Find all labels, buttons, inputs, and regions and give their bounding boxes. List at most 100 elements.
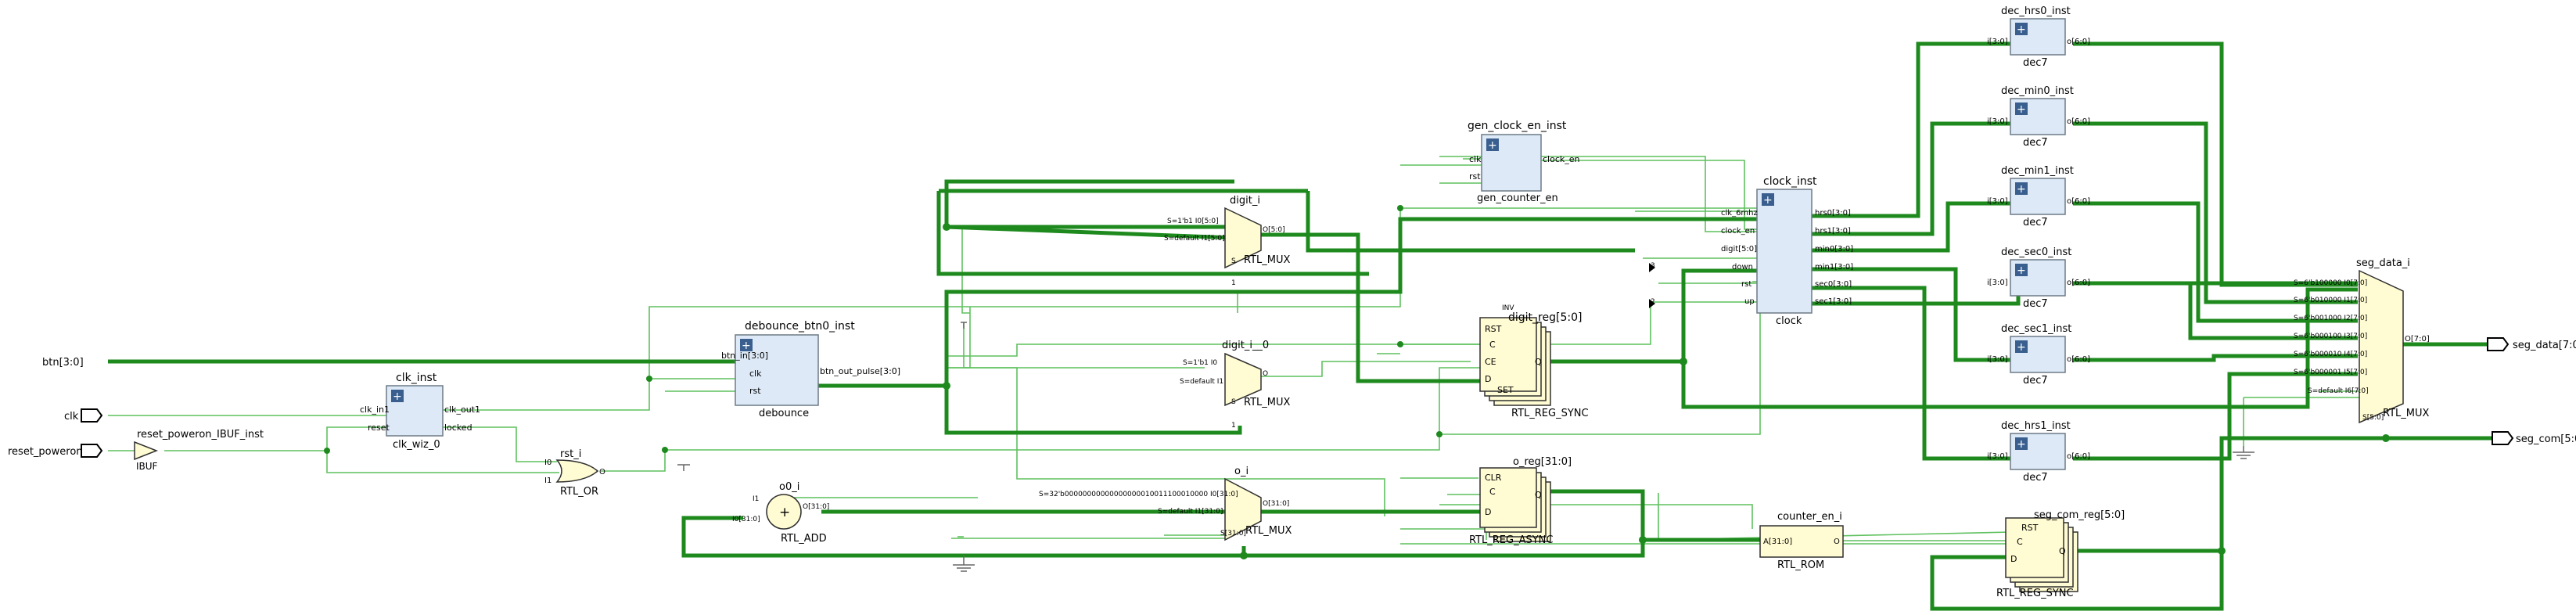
port-seg-com-label: seg_com[5:0] bbox=[2516, 433, 2576, 445]
clk-inst-pin-locked: locked bbox=[444, 423, 472, 433]
expand-icon[interactable] bbox=[2015, 23, 2028, 35]
clock-inst-name: clock_inst bbox=[1763, 175, 1817, 188]
digit-i-0-type: RTL_MUX bbox=[1244, 397, 1291, 408]
clock-marker-icon bbox=[1649, 299, 1655, 308]
debounce-type: debounce bbox=[759, 408, 809, 419]
digit-reg-pin-rst: RST bbox=[1485, 324, 1502, 334]
counter-en-pin-o: O bbox=[1834, 538, 1840, 546]
port-btn[interactable]: btn[3:0] bbox=[42, 357, 84, 369]
o-reg-inst: o_reg[31:0] bbox=[1513, 456, 1572, 468]
clk-inst-cell[interactable]: + clk_inst clk_in1 reset clk_out1 locked… bbox=[360, 372, 480, 451]
o-i-pin-o: O[31:0] bbox=[1263, 500, 1289, 508]
decoder-pin-out: o[6:0] bbox=[2067, 279, 2090, 287]
seg-com-reg-pin-q: Q bbox=[2059, 546, 2066, 556]
clock-in-4: rst bbox=[1741, 280, 1751, 289]
decoder-pin-in: i[3:0] bbox=[1987, 452, 2008, 461]
gen-clock-en-pin-clk: clk bbox=[1469, 154, 1482, 164]
ibuf-inst-name: reset_poweron_IBUF_inst bbox=[137, 429, 264, 441]
seg-data-in-3: S=6'b000100 I3[7:0] bbox=[2294, 333, 2367, 340]
expand-icon[interactable] bbox=[2015, 102, 2028, 115]
seg-data-mux-shape bbox=[2359, 269, 2404, 424]
seg-com-reg-cell[interactable]: seg_com_reg[5:0] RST C D Q RTL_REG_SYNC bbox=[1996, 509, 2125, 599]
clock-out-4: sec0[3:0] bbox=[1815, 280, 1852, 289]
digit-i-mux[interactable]: digit_i S=1'b1 I0[5:0] S=default I1[5:0]… bbox=[1164, 195, 1291, 287]
clock-in-1: clock_en bbox=[1721, 227, 1755, 236]
expand-icon[interactable] bbox=[1762, 193, 1774, 206]
decoder-hrs1[interactable]: + dec_hrs1_inst i[3:0] o[6:0] dec7 bbox=[1987, 420, 2090, 484]
clock-out-1: hrs1[3:0] bbox=[1815, 227, 1851, 236]
port-seg-data[interactable]: seg_data[7:0] bbox=[2487, 337, 2576, 351]
o-reg-box bbox=[1479, 467, 1537, 528]
clock-inst-inputs: clk_6mhz clock_en digit[5:0] down rst up bbox=[1721, 209, 1758, 306]
seg-data-mux-pin-s: S[5:0] bbox=[2362, 414, 2384, 422]
digit-i-pin-i0: S=1'b1 I0[5:0] bbox=[1167, 218, 1219, 225]
digit-reg-box bbox=[1479, 317, 1537, 392]
clock-out-5: sec1[3:0] bbox=[1815, 297, 1852, 306]
decoder-sec0[interactable]: + dec_sec0_inst i[3:0] o[6:0] dec7 bbox=[1987, 246, 2090, 310]
decoder-hrs0[interactable]: + dec_hrs0_inst i[3:0] o[6:0] dec7 bbox=[1987, 5, 2090, 69]
rst-i-cell[interactable]: rst_i I0 I1 O RTL_OR bbox=[544, 448, 605, 498]
expand-icon[interactable] bbox=[2015, 264, 2028, 276]
expand-icon-glyph: + bbox=[2017, 264, 2026, 277]
o-reg-pin-c: C bbox=[1489, 487, 1496, 497]
seg-data-mux[interactable]: seg_data_i S=6'b100000 I0[7:0] S=6'b0100… bbox=[2294, 257, 2430, 424]
decoder-type: dec7 bbox=[2023, 217, 2048, 228]
digit-reg-cell[interactable]: digit_reg[5:0] INV RST C CE D Q SET RTL_… bbox=[1479, 304, 1589, 419]
expand-icon[interactable] bbox=[740, 339, 753, 351]
ground-icon bbox=[961, 322, 967, 329]
expand-icon[interactable] bbox=[2015, 182, 2028, 195]
debounce-cell[interactable]: + debounce_btn0_inst btn_in[3:0] clk rst… bbox=[721, 320, 900, 419]
counter-en-cell[interactable]: counter_en_i A[31:0] O RTL_ROM bbox=[1759, 511, 1844, 571]
digit-reg-pin-c: C bbox=[1489, 340, 1496, 350]
digit-reg-type: RTL_REG_SYNC bbox=[1511, 408, 1589, 419]
rst-i-pin-i1: I1 bbox=[544, 477, 551, 485]
o-reg-cell[interactable]: o_reg[31:0] CLR C D Q RTL_REG_ASYNC bbox=[1469, 456, 1572, 546]
o-i-mux[interactable]: o_i S=32'b000000000000000000100111000100… bbox=[1039, 466, 1292, 541]
port-clk[interactable]: clk bbox=[64, 408, 103, 423]
digit-reg-pin-set: SET bbox=[1497, 385, 1514, 395]
expand-icon[interactable] bbox=[2015, 340, 2028, 353]
expand-icon[interactable] bbox=[391, 390, 404, 402]
ibuf-cell[interactable]: reset_poweron_IBUF_inst IBUF bbox=[134, 429, 264, 472]
decoder-type: dec7 bbox=[2023, 137, 2048, 149]
debounce-pin-clk: clk bbox=[749, 369, 762, 379]
o0-i-adder[interactable]: + o0_i I0[31:0] I1 O[31:0] RTL_ADD bbox=[732, 481, 829, 545]
decoder-type: dec7 bbox=[2023, 298, 2048, 310]
decoder-inst: dec_hrs1_inst bbox=[2001, 420, 2071, 432]
decoder-min1[interactable]: + dec_min1_inst i[3:0] o[6:0] dec7 bbox=[1987, 165, 2090, 228]
port-reset-poweron[interactable]: reset_poweron bbox=[8, 444, 103, 458]
clock-inst-cell[interactable]: + clock_inst clk_6mhz clock_en digit[5:0… bbox=[1721, 175, 1853, 327]
bus-wires bbox=[108, 41, 2492, 611]
adder-plus-glyph: + bbox=[779, 505, 790, 520]
counter-en-box bbox=[1759, 525, 1844, 558]
expand-icon[interactable] bbox=[1486, 138, 1499, 151]
decoder-min0[interactable]: + dec_min0_inst i[3:0] o[6:0] dec7 bbox=[1987, 85, 2090, 149]
rst-i-type: RTL_OR bbox=[560, 486, 598, 498]
debounce-pin-btn: btn_in[3:0] bbox=[721, 351, 768, 361]
debounce-pin-out: btn_out_pulse[3:0] bbox=[820, 366, 900, 376]
decoder-pin-in: i[3:0] bbox=[1987, 355, 2008, 364]
o-i-pin-s: S[31:0] bbox=[1220, 530, 1246, 538]
digit-i-0-pin-s1: 1 bbox=[1231, 422, 1236, 430]
port-btn-label: btn[3:0] bbox=[42, 357, 84, 369]
digit-i-pin-s1: 1 bbox=[1231, 279, 1236, 287]
ground-icon bbox=[677, 464, 690, 471]
decoder-pin-in: i[3:0] bbox=[1987, 117, 2008, 126]
expand-icon-glyph: + bbox=[2017, 23, 2026, 36]
net-tag-2: 2 bbox=[1651, 298, 1655, 306]
expand-icon[interactable] bbox=[2015, 437, 2028, 450]
clk-inst-name: clk_inst bbox=[396, 372, 437, 384]
clock-in-5: up bbox=[1744, 297, 1755, 306]
clk-inst-pin-out: clk_out1 bbox=[444, 405, 480, 415]
rst-i-pin-o: O bbox=[599, 468, 605, 477]
decoder-sec1[interactable]: + dec_sec1_inst i[3:0] o[6:0] dec7 bbox=[1987, 323, 2090, 387]
gen-clock-en-inst: gen_clock_en_inst bbox=[1468, 120, 1567, 132]
seg-data-mux-pin-o: O[7:0] bbox=[2405, 335, 2430, 343]
seg-data-mux-type: RTL_MUX bbox=[2383, 408, 2430, 419]
digit-i-0-mux[interactable]: digit_i__0 S=1'b1 I0 S=default I1 O S 1 … bbox=[1180, 340, 1291, 430]
gen-clock-en-cell[interactable]: + gen_clock_en_inst clk rst clock_en gen… bbox=[1468, 120, 1580, 204]
seg-com-reg-type: RTL_REG_SYNC bbox=[1996, 588, 2074, 599]
port-seg-com[interactable]: seg_com[5:0] bbox=[2492, 431, 2576, 445]
seg-data-mux-inputs: S=6'b100000 I0[7:0] S=6'b010000 I1[7:0] … bbox=[2294, 279, 2369, 395]
